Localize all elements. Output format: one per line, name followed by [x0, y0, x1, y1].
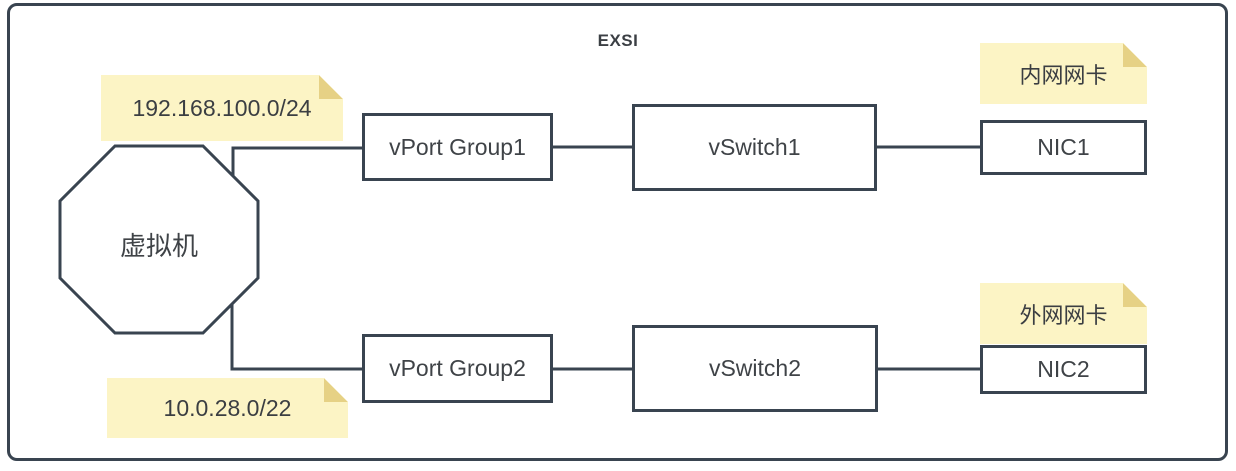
edge-vm-vport1 [231, 146, 362, 176]
note-nic2-role-label: 外网网卡 [1019, 302, 1108, 328]
node-vswitch2: vSwitch2 [632, 325, 878, 412]
esxi-host-frame [7, 3, 1228, 461]
node-vm-label: 虚拟机 [119, 231, 198, 261]
diagram-title: EXSI [597, 31, 639, 50]
note-subnet-internal-label: 192.168.100.0/24 [132, 94, 312, 121]
edge-vm-vport2 [230, 304, 362, 371]
node-vswitch1: vSwitch1 [632, 104, 877, 191]
note-nic2-role: 外网网卡 [980, 283, 1147, 344]
node-nic2: NIC2 [980, 345, 1147, 394]
node-vport-group1: vPort Group1 [362, 113, 553, 181]
note-nic1-role: 内网网卡 [980, 43, 1147, 104]
node-vport-group2: vPort Group2 [362, 334, 553, 403]
note-subnet-external-label: 10.0.28.0/22 [163, 394, 292, 421]
note-nic1-role-label: 内网网卡 [1019, 62, 1108, 88]
node-nic1: NIC1 [980, 120, 1147, 175]
note-subnet-external: 10.0.28.0/22 [107, 378, 348, 438]
vm-octagon-shape [58, 144, 260, 335]
note-subnet-internal: 192.168.100.0/24 [101, 75, 343, 141]
